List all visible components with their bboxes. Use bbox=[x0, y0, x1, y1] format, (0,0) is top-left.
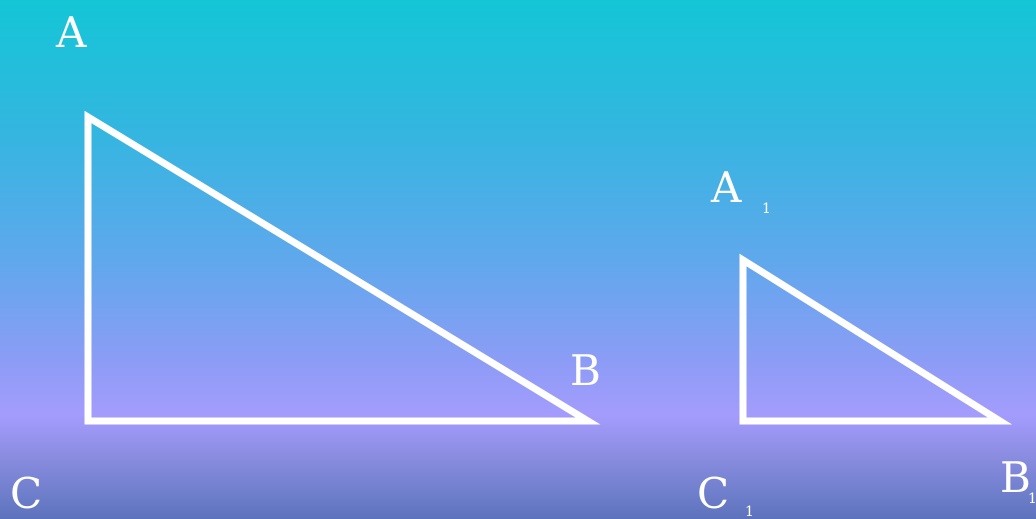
vertex-label-a1-subscript: 1 bbox=[762, 201, 771, 217]
vertex-label-c1: C bbox=[697, 469, 730, 518]
vertex-label-a: A bbox=[56, 8, 87, 57]
vertex-label-c1-subscript: 1 bbox=[745, 504, 754, 519]
vertex-label-b1-subscript: 1 bbox=[1028, 491, 1036, 507]
vertex-label-b: B bbox=[570, 346, 601, 395]
vertex-label-b1: B bbox=[1000, 453, 1031, 502]
triangle-abc bbox=[84, 110, 601, 425]
triangle-a1b1c1 bbox=[739, 253, 1013, 425]
vertex-label-c: C bbox=[10, 469, 43, 518]
vertex-label-a1: A bbox=[711, 163, 742, 212]
